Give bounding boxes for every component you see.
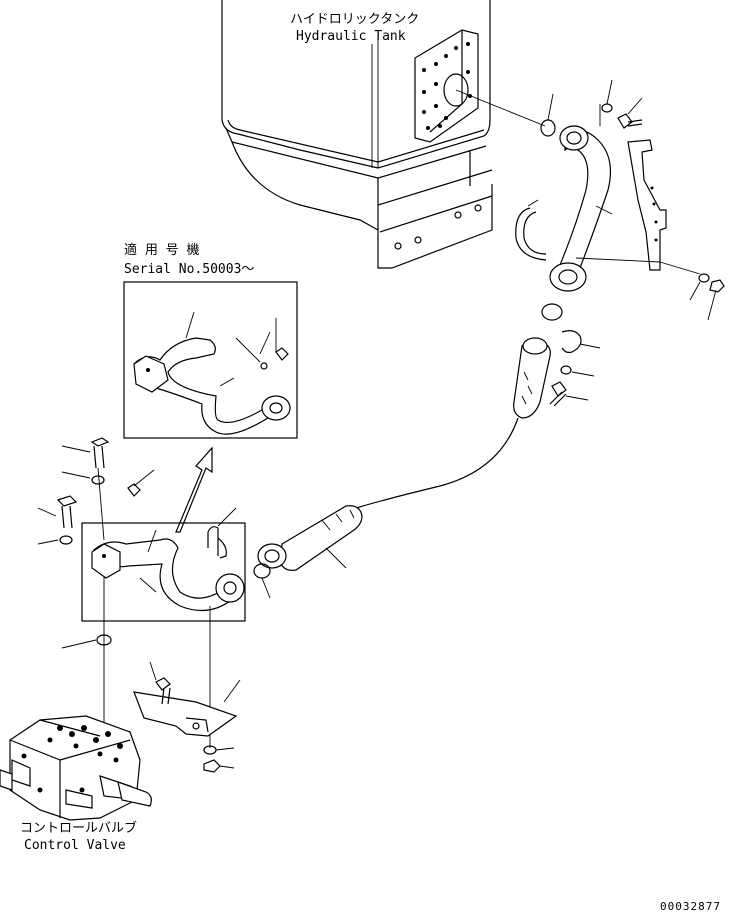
drawing-number: 00032877 <box>660 900 721 913</box>
serial-inset <box>123 281 298 439</box>
hydraulic-tank <box>221 0 493 269</box>
tank-label-jp: ハイドロリックタンク <box>290 12 420 27</box>
control-valve <box>0 715 152 821</box>
lower-bracket <box>133 661 241 773</box>
valve-label-en: Control Valve <box>24 838 126 853</box>
arrow <box>175 446 213 533</box>
serial-label-en: Serial No.50003～ <box>124 262 255 277</box>
tank-outlet-pipe <box>455 79 725 321</box>
valve-label-jp: コントロールバルブ <box>20 821 138 836</box>
serial-label-jp: 適 用 号 機 <box>124 243 200 258</box>
lower-pipe-assembly <box>81 507 246 622</box>
suction-hose <box>253 303 601 599</box>
bolts-left <box>37 437 211 748</box>
tank-label-en: Hydraulic Tank <box>296 29 406 44</box>
